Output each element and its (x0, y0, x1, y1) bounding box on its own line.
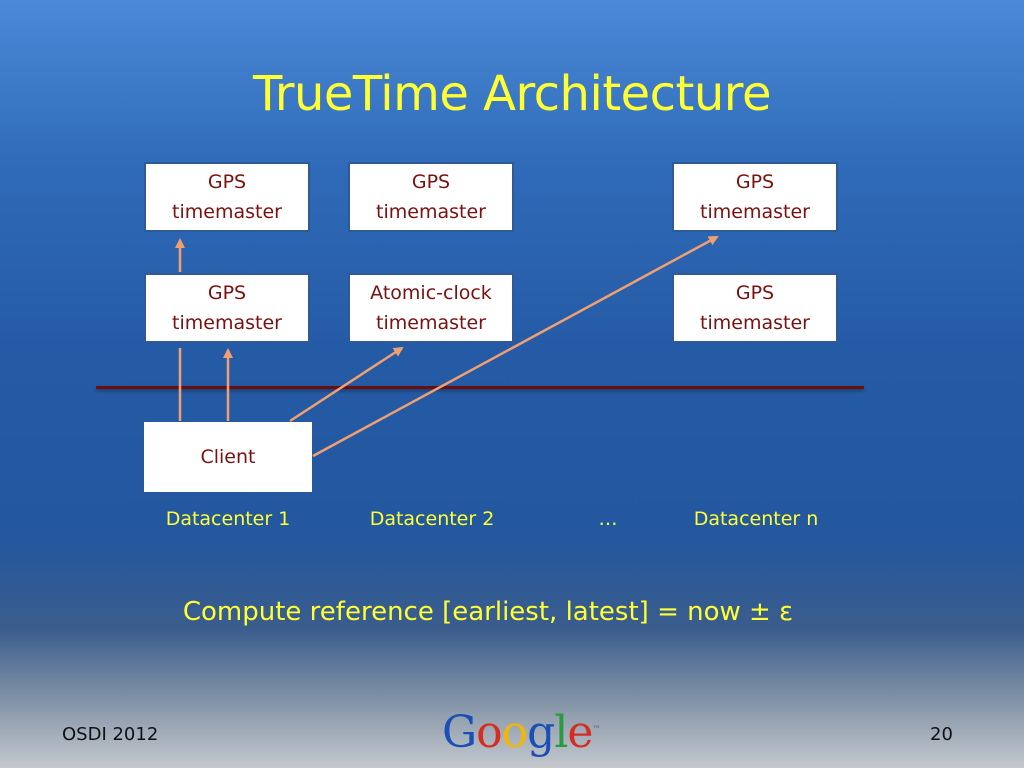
page-number: 20 (930, 724, 953, 745)
slide-title: TrueTime Architecture (252, 66, 772, 122)
datacenter-label-n: Datacenter n (693, 508, 819, 530)
dc1-gps-timemaster-mid: GPS timemaster (144, 273, 310, 343)
box-label-line2: timemaster (376, 201, 486, 223)
google-logo: Google™ (442, 707, 600, 758)
arrow-client-to-dcn-top (312, 235, 719, 458)
conference-label: OSDI 2012 (62, 724, 159, 745)
box-label-line1: GPS (735, 282, 775, 304)
dcn-gps-timemaster-top: GPS timemaster (672, 162, 838, 232)
dc1-gps-timemaster-top: GPS timemaster (144, 162, 310, 232)
arrow-client-to-dc2-atomic (289, 346, 404, 423)
box-label-line1: Atomic-clock (370, 282, 492, 304)
box-label-line2: timemaster (376, 312, 486, 334)
logo-trademark: ™ (592, 724, 600, 734)
box-label-line1: GPS (411, 171, 451, 193)
datacenter-label-1: Datacenter 1 (165, 508, 291, 530)
truetime-formula: Compute reference [earliest, latest] = n… (182, 597, 794, 627)
logo-letter-e: e (567, 707, 593, 758)
box-label-line2: timemaster (172, 312, 282, 334)
dcn-gps-timemaster-mid: GPS timemaster (672, 273, 838, 343)
network-divider-line (96, 386, 864, 389)
datacenter-label-ellipsis: … (598, 508, 618, 530)
logo-letter-l: l (554, 707, 568, 758)
logo-letter-g1: G (442, 707, 477, 758)
client-box: Client (144, 422, 312, 492)
box-label-line1: GPS (207, 171, 247, 193)
logo-letter-o2: o (501, 707, 528, 758)
box-label-line2: timemaster (700, 312, 810, 334)
logo-letter-g2: g (527, 707, 555, 758)
dc2-atomic-clock-timemaster: Atomic-clock timemaster (348, 273, 514, 343)
datacenter-label-2: Datacenter 2 (369, 508, 495, 530)
dc2-gps-timemaster-top: GPS timemaster (348, 162, 514, 232)
box-label-line1: GPS (207, 282, 247, 304)
box-label-line1: GPS (735, 171, 775, 193)
box-label-line2: timemaster (700, 201, 810, 223)
box-label-line2: timemaster (172, 201, 282, 223)
logo-letter-o1: o (476, 707, 502, 758)
